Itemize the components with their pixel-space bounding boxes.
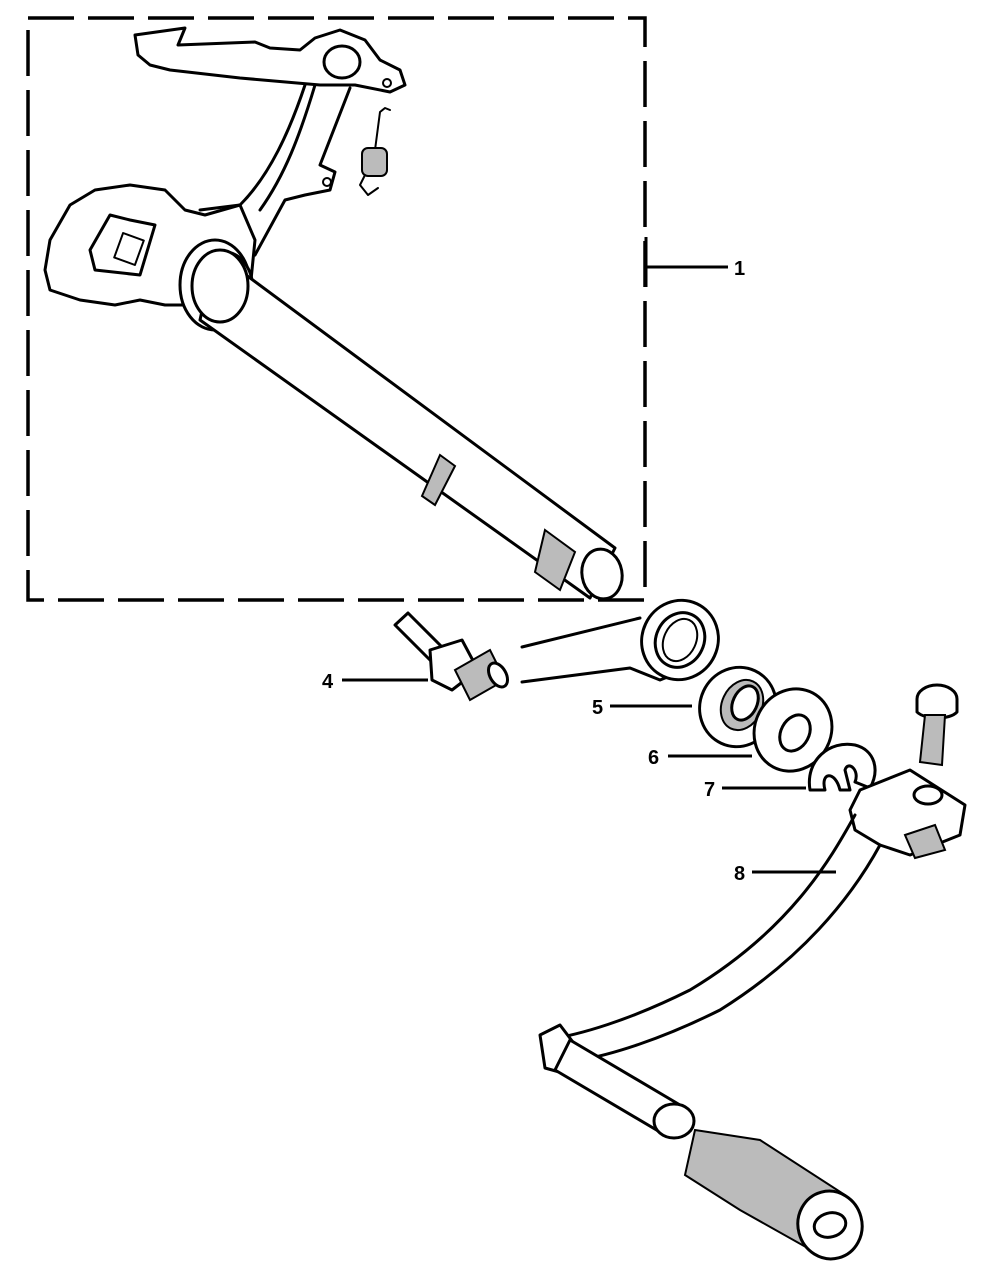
callout-label-6: 6 — [648, 747, 659, 769]
callout-label-1: 1 — [734, 258, 745, 280]
callout-1: 1 — [644, 237, 745, 287]
pinch-bolt[interactable] — [915, 683, 959, 767]
return-spring[interactable] — [520, 588, 731, 693]
shift-pedal[interactable] — [538, 768, 967, 1261]
assembly-group-box — [26, 16, 647, 602]
shift-spindle-assembly[interactable] — [43, 26, 626, 602]
callout-label-8: 8 — [734, 863, 745, 885]
callout-4: 4 — [322, 671, 428, 693]
callout-5: 5 — [592, 697, 692, 719]
washer[interactable] — [740, 675, 847, 785]
callout-6: 6 — [648, 747, 752, 769]
stud-bolt[interactable] — [393, 611, 511, 702]
callout-label-4: 4 — [322, 671, 334, 693]
circlip[interactable] — [807, 742, 877, 792]
callout-label-5: 5 — [592, 697, 603, 719]
callout-8: 8 — [734, 863, 836, 885]
callout-7: 7 — [704, 779, 806, 801]
callout-label-7: 7 — [704, 779, 715, 801]
